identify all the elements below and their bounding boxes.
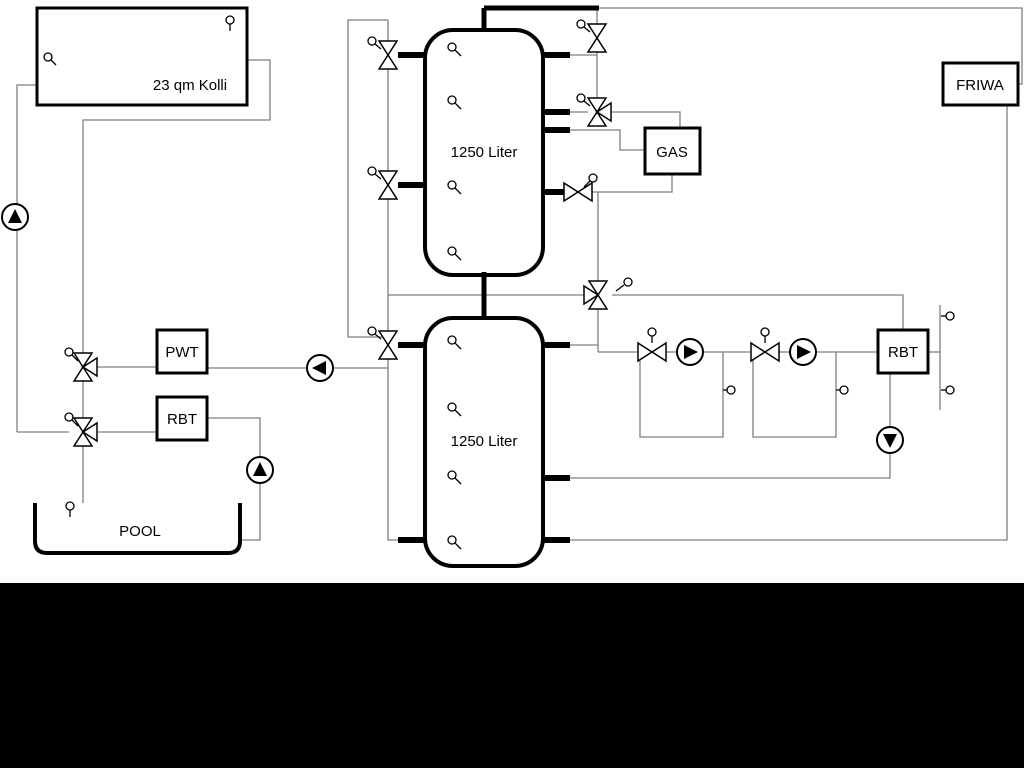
pool-basin: POOL <box>33 503 242 555</box>
valve-icon <box>586 23 608 53</box>
sensor-icon <box>367 166 382 180</box>
sensor-icon <box>941 311 955 321</box>
sensor-icon <box>447 246 462 261</box>
three-way-valve-icon <box>583 280 609 310</box>
rbt-right-unit: RBT <box>876 328 930 375</box>
sensor-icon <box>576 19 591 33</box>
sensor-icon <box>43 52 57 66</box>
sensor-icon <box>836 385 849 395</box>
pool-label: POOL <box>119 523 161 540</box>
rbt-right-label: RBT <box>888 344 918 361</box>
friwa-station: FRIWA <box>941 61 1020 107</box>
sensor-icon <box>447 402 462 417</box>
pump-up-icon <box>246 456 274 484</box>
sensor-icon <box>723 385 736 395</box>
pwt-heat-exchanger: PWT <box>155 328 209 375</box>
sensor-icon <box>447 470 462 485</box>
sensor-icon <box>583 173 598 188</box>
sensor-icon <box>576 93 591 107</box>
sensor-icon <box>615 277 633 292</box>
valves <box>72 23 780 447</box>
rbt-left-label: RBT <box>167 411 197 428</box>
pumps <box>1 203 904 484</box>
three-way-valve-icon <box>72 417 98 447</box>
solar-collector: 23 qm Kolli <box>35 6 249 107</box>
valve-icon <box>750 341 780 363</box>
sensor-icon <box>64 347 79 362</box>
sensor-icon <box>367 36 382 50</box>
sensor-icon <box>447 535 462 550</box>
gas-boiler: GAS <box>643 126 702 176</box>
sensor-icon <box>65 501 75 517</box>
pump-left-icon <box>306 354 334 382</box>
sensor-icon <box>64 412 79 427</box>
sensor-icon <box>367 326 382 340</box>
tank-top-label: 1250 Liter <box>451 144 518 161</box>
pump-right-icon <box>676 338 704 366</box>
sensor-icon <box>447 42 462 57</box>
sensor-icon <box>225 15 235 31</box>
gas-label: GAS <box>656 144 688 161</box>
three-way-valve-icon <box>72 352 98 382</box>
three-way-valve-icon <box>586 97 612 127</box>
valve-icon <box>637 341 667 363</box>
rbt-left-unit: RBT <box>155 395 209 442</box>
buffer-tank-bottom: 1250 Liter <box>423 316 545 568</box>
sensor-icon <box>447 335 462 350</box>
sensor-icon <box>941 385 955 395</box>
sensor-icon <box>447 180 462 195</box>
valve-icon <box>377 330 399 360</box>
sensor-icon <box>447 95 462 110</box>
sensor-icon <box>760 327 770 343</box>
pump-right-icon <box>789 338 817 366</box>
valve-icon <box>377 40 399 70</box>
sensor-icon <box>647 327 657 343</box>
buffer-tank-top: 1250 Liter <box>423 28 545 277</box>
tank-bottom-label: 1250 Liter <box>451 433 518 450</box>
sensors <box>43 15 955 550</box>
valve-icon <box>563 181 593 203</box>
valve-icon <box>377 170 399 200</box>
friwa-label: FRIWA <box>956 77 1004 94</box>
pump-down-icon <box>876 426 904 454</box>
pwt-label: PWT <box>165 344 198 361</box>
letterbox-bar <box>0 583 1024 768</box>
collector-label: 23 qm Kolli <box>153 77 227 94</box>
pump-up-icon <box>1 203 29 231</box>
